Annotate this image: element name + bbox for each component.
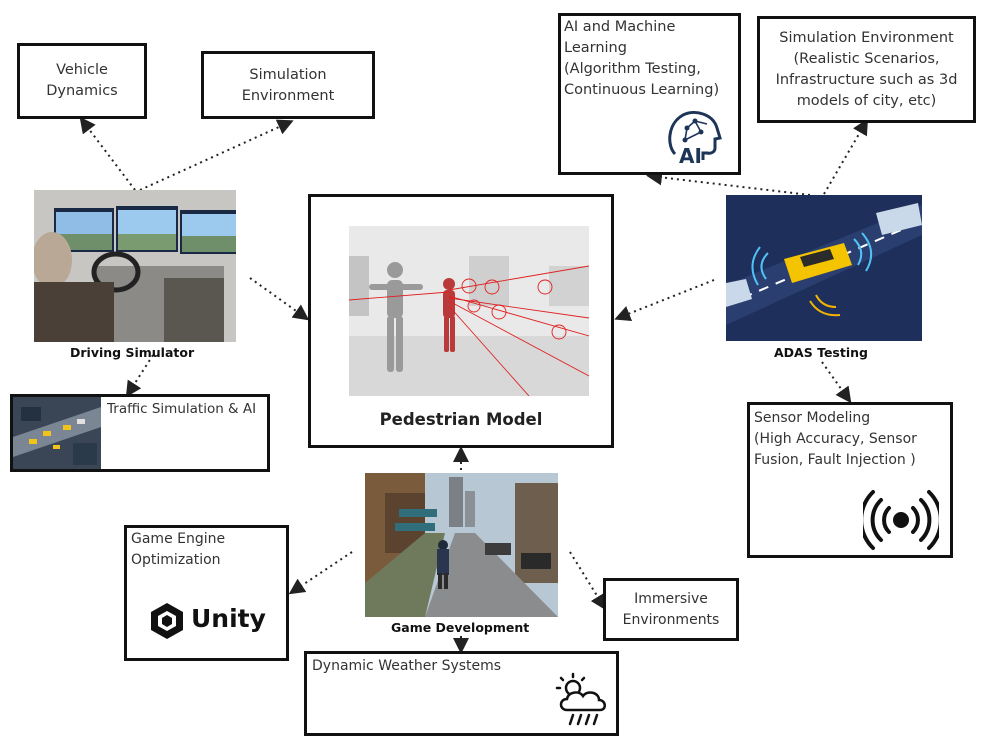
adas-testing-image xyxy=(726,195,922,341)
ai-head-icon xyxy=(668,111,722,160)
vehicle-dynamics-box: Vehicle Dynamics xyxy=(17,43,147,119)
arrow-driving-to-center xyxy=(249,277,310,321)
weather-cloud-sun-rain-icon xyxy=(555,672,606,726)
arrow-adas-to-sim-env-right xyxy=(823,118,869,195)
pedestrian-model-title: Pedestrian Model xyxy=(379,410,543,429)
immersive-environments-box: Immersive Environments xyxy=(603,578,739,641)
vehicle-dynamics-label: Vehicle Dynamics xyxy=(46,62,118,99)
arrow-adas-to-sensor xyxy=(821,361,852,404)
arrow-adas-to-center xyxy=(614,279,715,322)
ai-logo-text: AI xyxy=(679,144,702,168)
game-development-image xyxy=(365,473,558,617)
pedestrian-model-image xyxy=(349,226,589,396)
ai-ml-label: AI and Machine Learning (Algorithm Testi… xyxy=(564,19,720,98)
dynamic-weather-label: Dynamic Weather Systems xyxy=(312,658,502,674)
simulation-environment-right-box: Simulation Environment (Realistic Scenar… xyxy=(757,16,976,123)
simulation-environment-left-box: Simulation Environment xyxy=(201,51,375,119)
simulation-environment-right-label: Simulation Environment (Realistic Scenar… xyxy=(775,30,958,109)
unity-logo-text: Unity xyxy=(191,604,266,633)
traffic-simulation-label: Traffic Simulation & AI xyxy=(107,401,257,417)
traffic-simulation-image xyxy=(13,397,101,469)
simulation-environment-left-label: Simulation Environment xyxy=(241,67,335,104)
sensor-modeling-box: Sensor Modeling (High Accuracy, Sensor F… xyxy=(747,402,953,558)
driving-simulator-image xyxy=(34,190,236,342)
arrow-adas-to-ai xyxy=(646,169,811,196)
arrow-driving-to-vehicle-dynamics xyxy=(79,116,136,191)
arrow-driving-to-sim-env xyxy=(139,119,294,191)
broadcast-icon xyxy=(863,490,939,550)
game-engine-label: Game Engine Optimization xyxy=(131,531,226,568)
game-development-caption: Game Development xyxy=(391,620,530,635)
arrow-driving-to-traffic xyxy=(125,354,154,398)
traffic-simulation-box: Traffic Simulation & AI xyxy=(10,394,270,472)
ai-ml-box: AI and Machine Learning (Algorithm Testi… xyxy=(558,13,741,175)
game-engine-box: Game Engine Optimization Unity xyxy=(124,525,289,661)
adas-testing-caption: ADAS Testing xyxy=(774,345,868,360)
unity-logo-icon xyxy=(151,603,183,639)
dynamic-weather-box: Dynamic Weather Systems xyxy=(304,651,619,736)
immersive-environments-label: Immersive Environments xyxy=(622,591,720,628)
sensor-modeling-label: Sensor Modeling (High Accuracy, Sensor F… xyxy=(754,410,917,468)
driving-simulator-caption: Driving Simulator xyxy=(70,345,195,360)
arrow-game-to-engine xyxy=(288,551,353,595)
pedestrian-model-box: Pedestrian Model xyxy=(308,194,614,448)
arrow-game-to-immersive xyxy=(569,551,607,611)
